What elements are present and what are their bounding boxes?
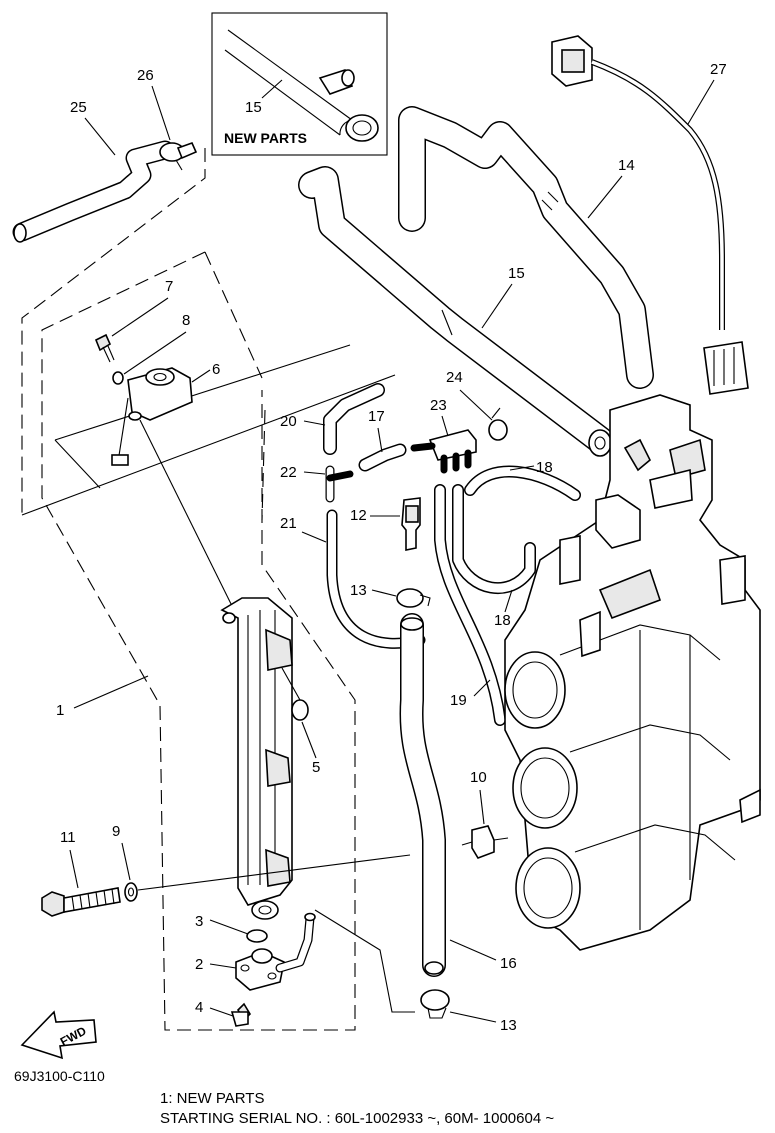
note-line-2: STARTING SERIAL NO. : 60L-1002933 ~, 60M… [160,1110,555,1127]
fwd-arrow-icon: FWD [20,1010,97,1060]
callout-8: 8 [182,312,190,329]
hose-18-lower [452,484,536,594]
callout-5: 5 [312,759,320,776]
callout-24: 24 [446,369,463,386]
hose-20 [323,383,385,455]
callout-15: 15 [508,265,525,282]
diagram-code: 69J3100-C110 [14,1068,105,1084]
hose-17 [358,443,407,472]
callout-7: 7 [165,278,173,295]
joint-23 [410,429,477,474]
callout-26: 26 [137,67,154,84]
note-line-1: 1: NEW PARTS [160,1090,265,1107]
bolt-11 [41,887,121,917]
clamp-26 [159,141,198,171]
regulator-6 [111,367,193,466]
callout-21: 21 [280,515,297,532]
callout-23: 23 [430,397,447,414]
throttle-body-assembly [504,394,761,951]
callout-6: 6 [212,361,220,378]
hose-25 [12,140,175,243]
callout-13-upper: 13 [350,582,367,599]
callout-12: 12 [350,507,367,524]
callout-9: 9 [112,823,120,840]
screw-7 [94,333,115,363]
callout-4: 4 [195,999,203,1016]
sensor-10 [461,825,509,859]
new-parts-inset: 15 NEW PARTS [211,12,388,156]
callout-27: 27 [710,61,727,78]
joint-22 [325,465,354,503]
cap-5 [281,667,309,721]
hose-19 [434,484,506,726]
joint-2 [235,912,316,991]
harness-27 [551,35,749,395]
screw-4 [230,1002,252,1027]
hose-14 [398,106,654,389]
hose-15 [298,166,614,457]
callout-2: 2 [195,956,203,973]
callout-1: 1 [56,702,64,719]
callout-16: 16 [500,955,517,972]
clamp-13-lower [420,989,450,1019]
hose-18-upper [464,465,581,501]
callout-10: 10 [470,769,487,786]
valve-12 [401,497,421,551]
clamp-13-upper [396,588,431,608]
washer-9 [124,882,138,902]
dashed-group-left [21,148,396,1031]
callout-17: 17 [368,408,385,425]
callout-13-lower: 13 [500,1017,517,1034]
callout-20: 20 [280,413,297,430]
inset-callout-15: 15 [245,99,262,116]
clamp-24 [488,407,508,441]
hose-16 [399,613,446,977]
callout-19: 19 [450,692,467,709]
o-ring-8 [112,371,124,385]
callout-11: 11 [60,829,76,846]
o-ring-3 [246,929,268,943]
callout-18-upper: 18 [536,459,553,476]
inset-title: NEW PARTS [224,130,307,146]
callout-22: 22 [280,464,297,481]
callout-3: 3 [195,913,203,930]
callout-18-lower: 18 [494,612,511,629]
fuel-rail-1 [220,597,293,920]
callout-25: 25 [70,99,87,116]
callout-14: 14 [618,157,635,174]
